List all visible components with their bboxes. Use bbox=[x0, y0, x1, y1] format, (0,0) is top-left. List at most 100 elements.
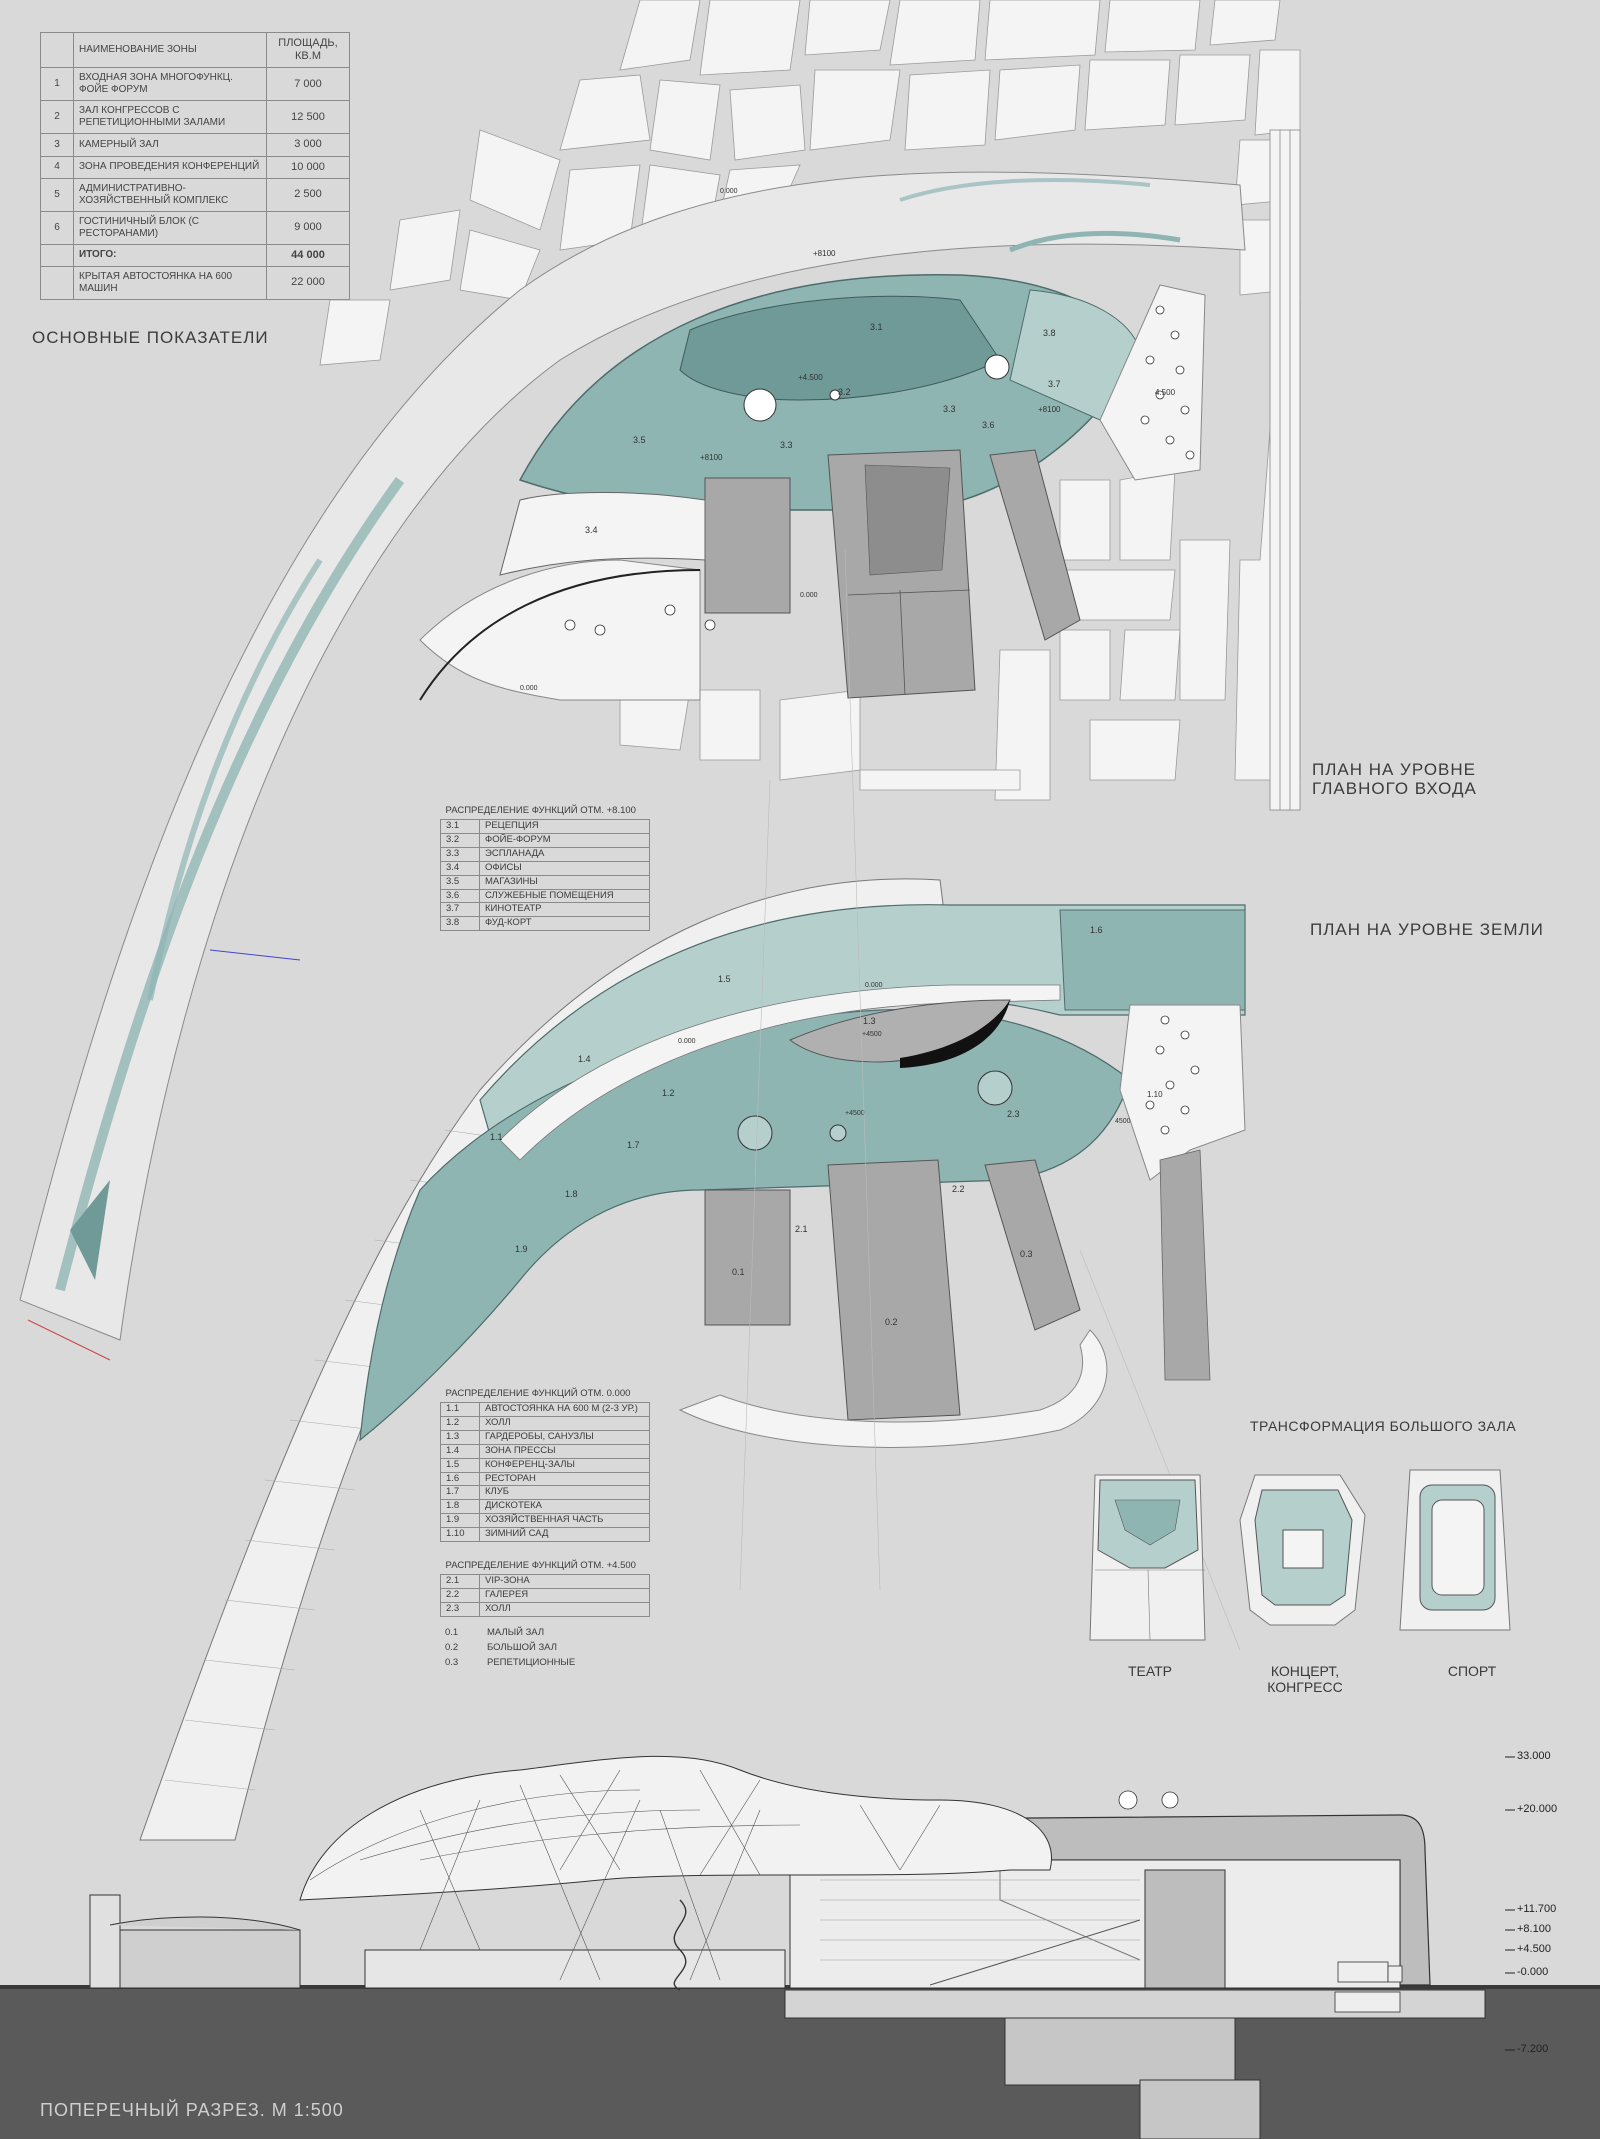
upper-zone-3-7: 3.7 bbox=[1048, 379, 1061, 389]
upper-zone-3-3a: 3.3 bbox=[780, 440, 793, 450]
legend-0000-title: РАСПРЕДЕЛЕНИЕ ФУНКЦИЙ ОТМ. 0.000 bbox=[440, 1388, 650, 1403]
lower-zone-1-9: 1.9 bbox=[515, 1244, 528, 1254]
transformation-title: ТРАНСФОРМАЦИЯ БОЛЬШОГО ЗАЛА bbox=[1250, 1418, 1517, 1434]
upper-zone-3-5: 3.5 bbox=[633, 435, 646, 445]
lower-zone-1-3: 1.3 bbox=[863, 1016, 876, 1026]
main-entrance-plan-title: ПЛАН НА УРОВНЕ ГЛАВНОГО ВХОДА bbox=[1312, 760, 1477, 798]
section-elev-3: +11.700 bbox=[1517, 1903, 1557, 1915]
lower-elev-0000a: 0.000 bbox=[865, 982, 883, 989]
lower-zone-1-2: 1.2 bbox=[662, 1088, 675, 1098]
section-elev-5: +4.500 bbox=[1517, 1943, 1551, 1955]
lower-zone-1-6: 1.6 bbox=[1090, 925, 1103, 935]
railway bbox=[1269, 129, 1301, 811]
summary-row: 4 ЗОНА ПРОВЕДЕНИЯ КОНФЕРЕНЦИЙ 10 000 bbox=[40, 155, 350, 179]
lower-zone-1-5: 1.5 bbox=[718, 974, 731, 984]
legend-4500-title: РАСПРЕДЕЛЕНИЕ ФУНКЦИЙ ОТМ. +4.500 bbox=[440, 1560, 650, 1575]
section-elev-1: 33.000 bbox=[1517, 1750, 1551, 1762]
lower-zone-1-7: 1.7 bbox=[627, 1140, 640, 1150]
lower-hall-0-2: 0.2 bbox=[885, 1317, 898, 1327]
variant-theatre bbox=[1089, 1474, 1206, 1641]
lower-zone-2-2: 2.2 bbox=[952, 1184, 965, 1194]
section-elev-2: +20.000 bbox=[1517, 1803, 1558, 1815]
summary-row: 3 КАМЕРНЫЙ ЗАЛ 3 000 bbox=[40, 133, 350, 157]
upper-plan: 3.1 3.2 3.3 3.3 3.4 3.5 3.6 3.7 3.8 +810… bbox=[419, 188, 1206, 701]
summary-table: НАИМЕНОВАНИЕ ЗОНЫ ПЛОЩАДЬ, КВ.М 1 ВХОДНА… bbox=[40, 31, 350, 300]
upper-elev-8100a: +8100 bbox=[813, 249, 836, 258]
lower-plan: 1.1 1.2 1.3 1.4 1.5 1.6 1.7 1.8 1.9 1.10… bbox=[139, 878, 1246, 1841]
ground-plan-title: ПЛАН НА УРОВНЕ ЗЕМЛИ bbox=[1310, 920, 1544, 939]
lower-elev-4500c: 4500 bbox=[1115, 1118, 1131, 1125]
lower-zone-1-10: 1.10 bbox=[1147, 1090, 1163, 1099]
upper-zone-3-1: 3.1 bbox=[870, 322, 883, 332]
summary-header: НАИМЕНОВАНИЕ ЗОНЫ ПЛОЩАДЬ, КВ.М bbox=[40, 31, 350, 69]
summary-row: 1 ВХОДНАЯ ЗОНА МНОГОФУНКЦ. ФОЙЕ ФОРУМ 7 … bbox=[40, 67, 350, 102]
summary-header-area: ПЛОЩАДЬ, КВ.М bbox=[266, 31, 350, 69]
lower-elev-0000b: 0.000 bbox=[678, 1038, 696, 1045]
section-elev-4: +8.100 bbox=[1517, 1923, 1551, 1935]
upper-zone-3-2: 3.2 bbox=[838, 387, 851, 397]
lower-hall-0-1: 0.1 bbox=[732, 1267, 745, 1277]
indicators-title: ОСНОВНЫЕ ПОКАЗАТЕЛИ bbox=[32, 328, 269, 347]
legend-8100-title: РАСПРЕДЕЛЕНИЕ ФУНКЦИЙ ОТМ. +8.100 bbox=[440, 805, 650, 820]
upper-elev-8100b: +8100 bbox=[700, 453, 723, 462]
section-elev-6: -0.000 bbox=[1517, 1966, 1549, 1978]
lower-zone-1-1: 1.1 bbox=[490, 1132, 503, 1142]
summary-parking-row: КРЫТАЯ АВТОСТОЯНКА НА 600 МАШИН 22 000 bbox=[40, 265, 350, 300]
lower-zone-1-8: 1.8 bbox=[565, 1189, 578, 1199]
summary-row: 5 АДМИНИСТРАТИВНО-ХОЗЯЙСТВЕННЫЙ КОМПЛЕКС… bbox=[40, 177, 350, 212]
esplanade-ramp bbox=[19, 171, 1246, 1361]
lower-elev-4500b: +4500 bbox=[845, 1110, 865, 1117]
section-elev-7: -7.200 bbox=[1517, 2043, 1549, 2055]
variant-concert bbox=[1239, 1474, 1366, 1626]
lower-hall-0-3: 0.3 bbox=[1020, 1249, 1033, 1259]
upper-zone-3-4: 3.4 bbox=[585, 525, 598, 535]
section-title: ПОПЕРЕЧНЫЙ РАЗРЕЗ. М 1:500 bbox=[40, 2100, 344, 2120]
transformation-diagrams bbox=[1089, 1469, 1511, 1641]
upper-elev-0000b: 0.000 bbox=[800, 592, 818, 599]
cross-section bbox=[0, 1755, 1600, 2139]
lower-zone-1-4: 1.4 bbox=[578, 1054, 591, 1064]
variant-label-sport: СПОРТ bbox=[1447, 1663, 1497, 1679]
variant-sport bbox=[1399, 1469, 1511, 1631]
upper-elev-8100c: +8100 bbox=[1038, 405, 1061, 414]
upper-elev-4500a: +4.500 bbox=[798, 373, 823, 382]
lower-zone-2-1: 2.1 bbox=[795, 1224, 808, 1234]
variant-label-theatre: ТЕАТР bbox=[1127, 1663, 1173, 1679]
upper-elev-0000a: 0.000 bbox=[720, 188, 738, 195]
construction-lines bbox=[739, 549, 1241, 1651]
upper-zone-3-8: 3.8 bbox=[1043, 328, 1056, 338]
summary-header-name: НАИМЕНОВАНИЕ ЗОНЫ bbox=[73, 31, 267, 69]
lower-zone-2-3: 2.3 bbox=[1007, 1109, 1020, 1119]
variant-label-concert: КОНЦЕРТ, КОНГРЕСС bbox=[1267, 1663, 1343, 1695]
upper-elev-4500b: 4.500 bbox=[1155, 388, 1176, 397]
